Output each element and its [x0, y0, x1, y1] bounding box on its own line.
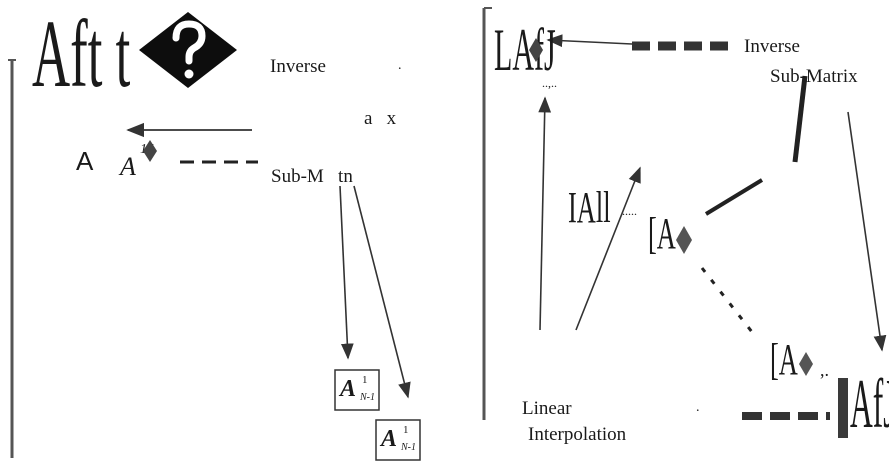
right-inverse-label: Inverse: [744, 36, 800, 57]
bracket-2-sup: 1: [403, 424, 409, 436]
right-dots-small: ..,..: [542, 76, 557, 90]
right-interpolation-label: Interpolation: [528, 424, 627, 445]
right-arrow-up-1: [538, 96, 552, 331]
left-a-sub-label: A: [120, 152, 136, 181]
right-diag-stroke: [704, 178, 764, 216]
arrow-to-bracket-2: [353, 185, 411, 399]
right-bracket-dots: ,.: [820, 360, 829, 380]
right-sub-matrix-label: Sub-Matrix: [770, 66, 858, 87]
bracket-2-main: A: [381, 426, 398, 452]
question-diamond-icon: [139, 12, 237, 88]
left-inverse-label: Inverse: [270, 56, 326, 77]
right-bracket-a: [A: [648, 209, 676, 258]
bracket-1-box: [334, 369, 380, 411]
bracket-1-main: A: [340, 376, 357, 402]
right-mid-label: IAll: [568, 183, 611, 232]
right-arrow-up-2: [575, 166, 641, 331]
left-a-sub-index: 1J: [140, 142, 154, 157]
right-arrow-down: [847, 111, 887, 352]
bracket-1-sup: 1: [362, 374, 368, 386]
right-top-label: LAfJ: [494, 17, 556, 83]
bracket-1-sub: N-1: [360, 392, 375, 403]
left-big-label: Aft t: [32, 0, 131, 107]
right-bracket-a2: [A: [770, 335, 798, 384]
right-diag-bar: [792, 75, 808, 163]
left-matrix-fragment: a x: [364, 108, 397, 129]
right-bottom-right-label: AfJ: [850, 366, 889, 443]
bracket-2-sub: N-1: [401, 442, 416, 453]
left-a-label: A: [76, 146, 94, 176]
right-bottom-bar: [838, 378, 848, 438]
left-dot: .: [398, 58, 402, 73]
arrow-to-bracket-1: [339, 185, 354, 360]
right-top-arrow: [546, 34, 633, 48]
right-linear-label: Linear: [522, 398, 572, 419]
right-dotted-diagonal: [700, 267, 754, 333]
right-mid-dots: .....: [622, 204, 637, 218]
bracket-2-box: [375, 419, 421, 461]
right-dot: .: [696, 400, 700, 415]
left-sub-matrix-label: Sub-M tn: [271, 166, 353, 187]
